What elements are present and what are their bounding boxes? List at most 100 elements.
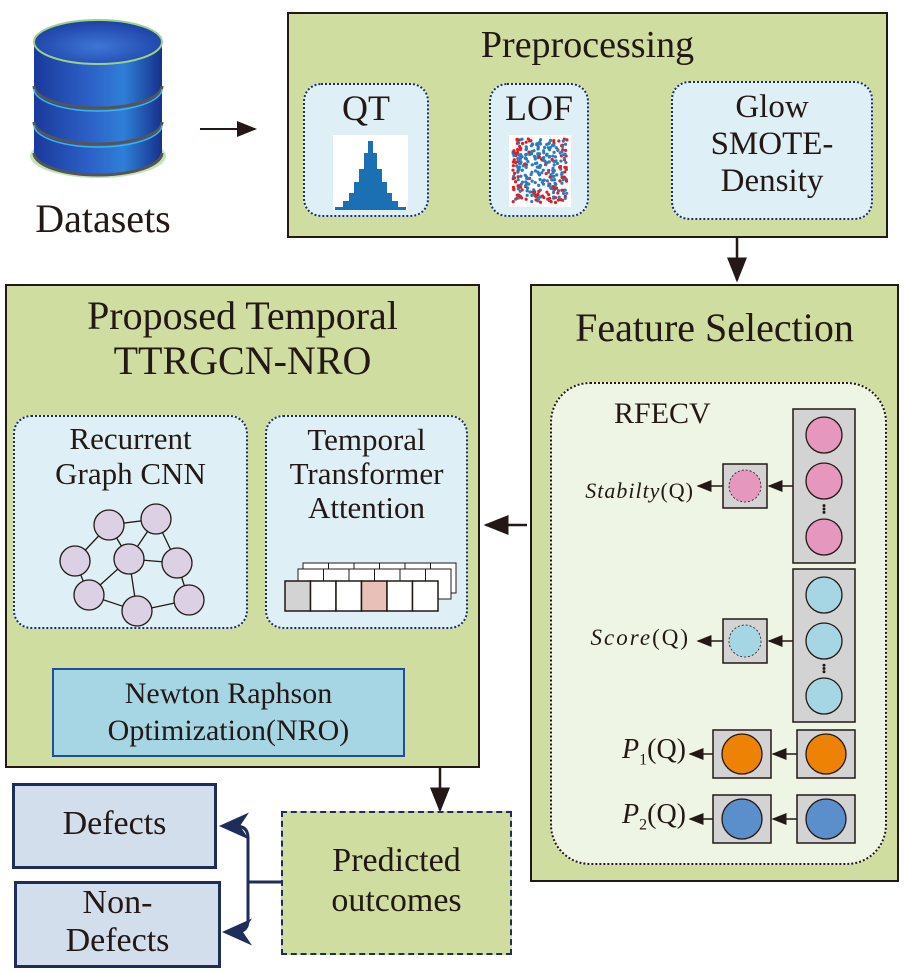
glow-smote-density-step: Glow SMOTE- Density (671, 81, 873, 220)
scatter-point (524, 197, 528, 201)
scatter-point (560, 171, 564, 175)
label-line: Defects (65, 922, 170, 960)
scatter-point (563, 170, 567, 174)
label-line: Newton Raphson (124, 677, 333, 710)
scatter-point (551, 168, 555, 173)
p1-source-neuron (805, 733, 847, 775)
scatter-point (512, 174, 516, 178)
scatter-point (512, 153, 516, 158)
scatter-point (552, 138, 556, 143)
scatter-point (561, 153, 566, 157)
scatter-point (562, 156, 566, 161)
defects-box: Defects (12, 783, 217, 869)
scatter-point (558, 179, 562, 183)
scatter-point (523, 162, 527, 166)
scatter-point (516, 175, 520, 179)
scatter-point (564, 166, 568, 171)
graph-node (173, 584, 205, 616)
graph-node (140, 503, 172, 535)
scatter-point (533, 157, 537, 161)
graph-node (59, 545, 91, 577)
scatter-outlier-icon (509, 135, 571, 207)
scatter-point (549, 138, 553, 142)
glow-smote-density-label: Glow SMOTE- Density (673, 89, 871, 200)
scatter-point (511, 164, 516, 168)
tta-label: Temporal Transformer Attention (263, 422, 470, 525)
scatter-point (552, 143, 556, 147)
scatter-point (551, 154, 555, 158)
label-line: Optimization(NRO) (107, 713, 350, 747)
scatter-point (563, 142, 568, 146)
scatter-point (551, 195, 556, 199)
ellipsis-dot (822, 507, 826, 511)
p1-selected-neuron (721, 733, 763, 775)
scatter-point (553, 200, 558, 205)
scatter-point (538, 163, 543, 168)
rfecv-label: RFECV (614, 397, 711, 430)
scatter-point (536, 152, 540, 156)
scatter-point (516, 178, 520, 182)
scatter-point (530, 163, 534, 167)
scatter-point (543, 145, 547, 150)
p1-output-label: P1(Q) (622, 734, 686, 769)
label-line: Recurrent (69, 421, 192, 456)
scatter-point (519, 174, 523, 178)
feature-selection-title: Feature Selection (575, 305, 854, 350)
scatter-point (563, 188, 567, 192)
scatter-point (559, 159, 563, 163)
scatter-point (537, 155, 541, 159)
scatter-point (513, 180, 518, 184)
scatter-point (560, 181, 564, 185)
label-line: Glow (735, 89, 809, 125)
histogram-icon (333, 135, 408, 210)
scatter-point (534, 193, 538, 197)
stability-output-label: Stabilty(Q) (585, 478, 694, 503)
scatter-point (550, 178, 554, 182)
scatter-point (542, 156, 546, 160)
scatter-point (512, 188, 516, 192)
lof-step: LOF (489, 83, 589, 217)
scatter-point (547, 141, 551, 145)
scatter-point (519, 160, 523, 164)
scatter-point (525, 181, 529, 185)
nro-label: Newton Raphson Optimization(NRO) (54, 676, 403, 749)
recurrent-graph-cnn-block: Recurrent Graph CNN (13, 415, 248, 629)
attention-sequence-icon (284, 562, 457, 612)
stability-neuron (805, 462, 843, 500)
scatter-point (552, 163, 556, 167)
scatter-point (542, 159, 546, 163)
scatter-point (544, 171, 548, 176)
scatter-point (525, 193, 529, 197)
stability-neuron (805, 416, 843, 454)
defects-label: Defects (62, 805, 167, 842)
graph-network-icon (59, 503, 205, 627)
scatter-point (518, 156, 523, 160)
attention-token-cell (309, 580, 337, 612)
attention-token-cell (386, 580, 414, 612)
scatter-point (515, 164, 519, 168)
scatter-point (555, 161, 560, 166)
scatter-point (530, 199, 534, 204)
score-neuron (805, 576, 843, 614)
graph-node (73, 579, 105, 611)
p2-source-neuron (805, 798, 847, 840)
scatter-point (524, 146, 529, 151)
scatter-point (564, 160, 568, 165)
scatter-point (561, 198, 565, 202)
scatter-point (564, 148, 568, 152)
scatter-point (547, 160, 551, 164)
scatter-point (520, 168, 524, 172)
attention-token-cell (411, 580, 439, 612)
p2-selected-neuron (721, 798, 763, 840)
score-neuron (805, 677, 843, 715)
scatter-point (542, 178, 546, 182)
scatter-point (558, 164, 563, 169)
scatter-point (545, 152, 549, 156)
stability-selected-neuron (728, 469, 762, 503)
label-line: Predicted (332, 842, 461, 879)
score-selected-neuron (728, 624, 762, 658)
scatter-point (564, 179, 569, 183)
scatter-point (553, 183, 558, 187)
scatter-point (524, 165, 528, 169)
